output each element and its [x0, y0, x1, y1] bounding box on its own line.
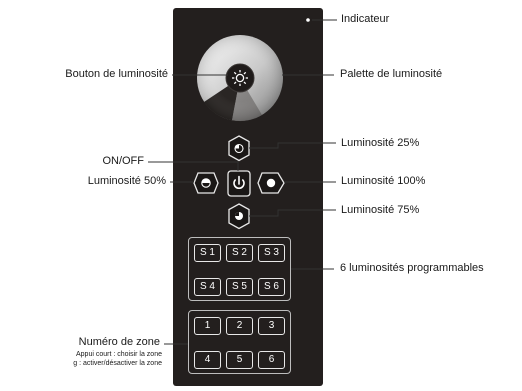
sun-icon	[232, 70, 248, 86]
zone-key-2[interactable]: 2	[226, 317, 253, 335]
scene-key-s5[interactable]: S 5	[226, 278, 253, 296]
brightness-75-button[interactable]	[228, 203, 250, 230]
zone-key-3[interactable]: 3	[258, 317, 285, 335]
brightness-25-button[interactable]	[228, 135, 250, 162]
indicator-led	[306, 18, 310, 22]
label-brightness-25: Luminosité 25%	[341, 137, 420, 149]
zone-key-1[interactable]: 1	[194, 317, 221, 335]
power-icon	[233, 175, 245, 189]
brightness-100-button[interactable]	[257, 172, 285, 194]
label-on-off: ON/OFF	[102, 155, 144, 167]
scene-key-s3[interactable]: S 3	[258, 244, 285, 262]
power-button[interactable]	[227, 170, 251, 197]
scene-keys-frame	[188, 237, 291, 301]
brightness-center-button[interactable]	[225, 63, 255, 93]
zone-key-6[interactable]: 6	[258, 351, 285, 369]
label-brightness-palette: Palette de luminosité	[340, 68, 443, 80]
zone-keys-frame	[188, 310, 291, 374]
leader-lines	[148, 19, 337, 345]
label-programmable: 6 luminosités programmables	[340, 262, 484, 274]
scene-key-s6[interactable]: S 6	[258, 278, 285, 296]
scene-key-s4[interactable]: S 4	[194, 278, 221, 296]
zone-key-5[interactable]: 5	[226, 351, 253, 369]
label-zone-number: Numéro de zone	[78, 336, 160, 348]
label-indicator: Indicateur	[341, 13, 390, 25]
scene-key-s1[interactable]: S 1	[194, 244, 221, 262]
label-brightness-button: Bouton de luminosité	[65, 68, 168, 80]
label-brightness-75: Luminosité 75%	[341, 204, 420, 216]
zone-key-4[interactable]: 4	[194, 351, 221, 369]
scene-key-s2[interactable]: S 2	[226, 244, 253, 262]
label-brightness-50: Luminosité 50%	[87, 175, 166, 187]
brightness-50-button[interactable]	[193, 172, 219, 194]
zone-note-long-press: g : activer/désactiver la zone	[73, 360, 162, 367]
label-brightness-100: Luminosité 100%	[341, 175, 426, 187]
zone-note-short-press: Appui court : choisir la zone	[76, 351, 162, 358]
